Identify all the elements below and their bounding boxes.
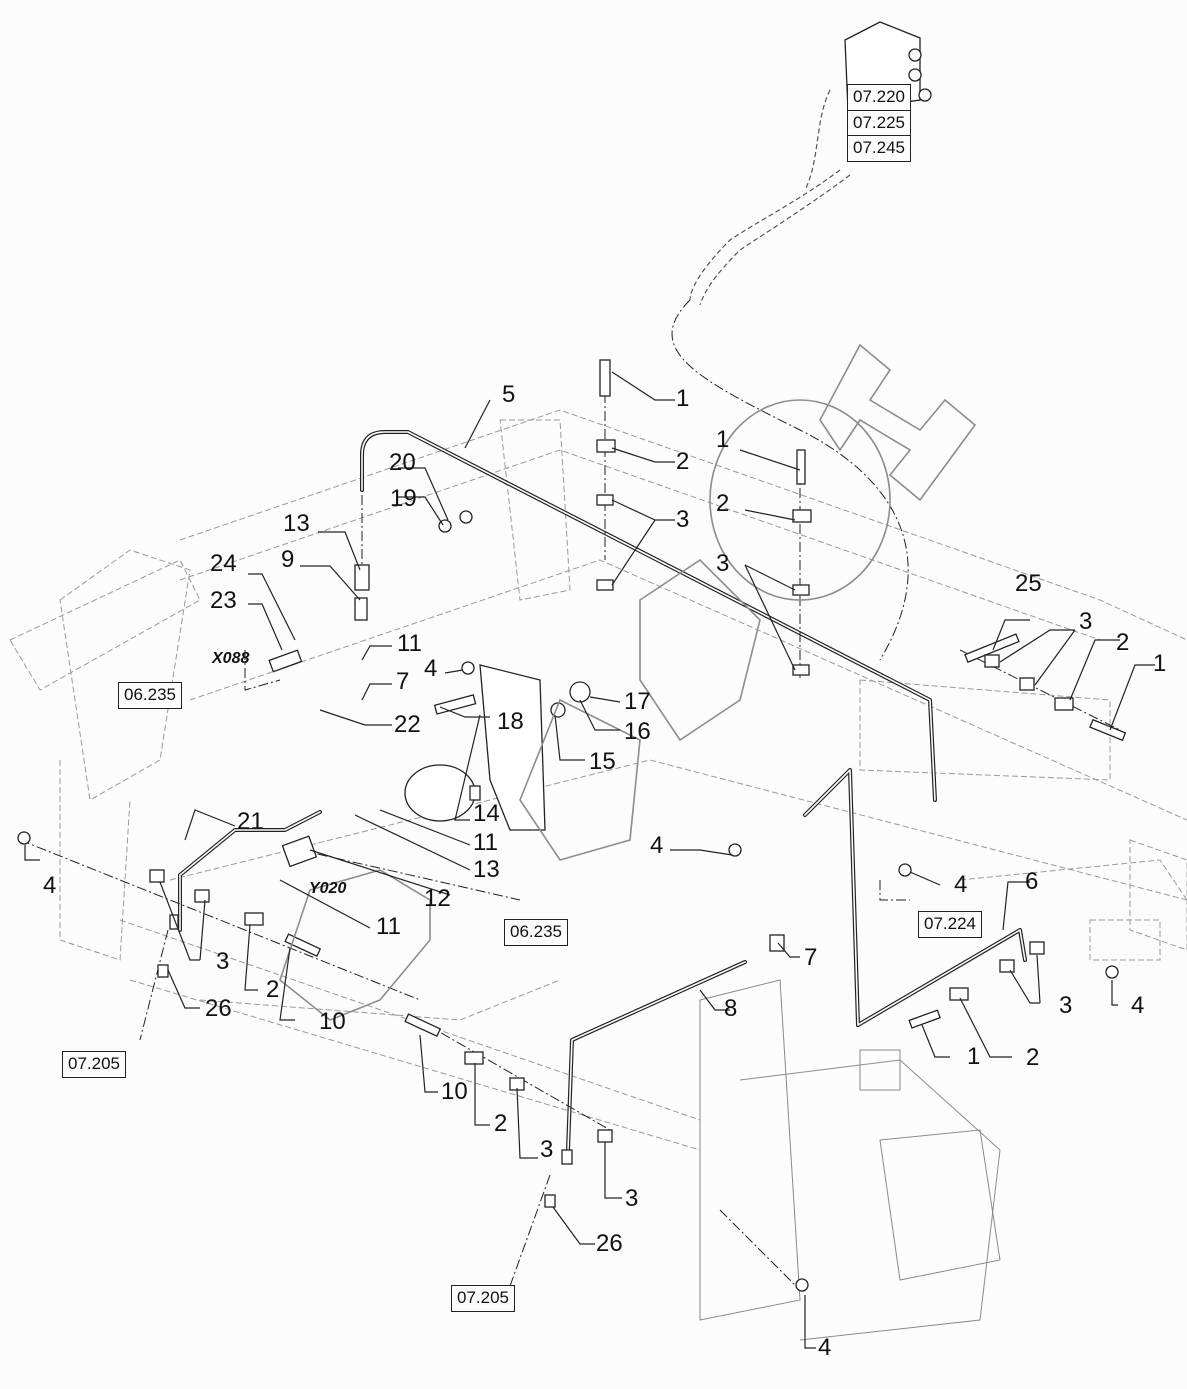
callout-part-3: 3 [716,550,730,577]
callout-part-23: 23 [210,587,237,614]
callout-part-2: 2 [1026,1044,1040,1071]
callout-part-3: 3 [1059,992,1073,1019]
callout-part-25: 25 [1015,570,1042,597]
callout-part-1: 1 [676,385,690,412]
reference-link-07245[interactable]: 07.245 [853,138,905,158]
reference-link-06235-center[interactable]: 06.235 [504,919,568,946]
pipe-8 [566,960,747,1152]
reference-link-06235-left[interactable]: 06.235 [118,682,182,709]
callout-part-1: 1 [967,1043,981,1070]
callout-part-18: 18 [497,708,524,735]
callout-part-19: 19 [390,485,417,512]
callout-part-1: 1 [716,426,730,453]
callout-part-4: 4 [650,832,664,859]
callout-part-20: 20 [389,449,416,476]
callout-part-3: 3 [1079,608,1093,635]
callout-part-6: 6 [1025,868,1039,895]
callout-part-5: 5 [502,381,516,408]
callout-part-2: 2 [716,490,730,517]
callout-part-4: 4 [954,871,968,898]
callout-part-2: 2 [266,976,280,1003]
reference-link-07225[interactable]: 07.225 [848,111,910,137]
callout-part-1: 1 [1153,650,1167,677]
callout-part-22: 22 [394,711,421,738]
reference-link-07205-bottom[interactable]: 07.205 [451,1285,515,1312]
callout-part-14: 14 [473,800,500,827]
callout-part-26: 26 [596,1230,623,1257]
callout-part-10: 10 [441,1078,468,1105]
watermark [279,343,977,1021]
reference-link-07205-left[interactable]: 07.205 [62,1051,126,1078]
reference-link-07220[interactable]: 07.220 [848,85,910,111]
callout-part-3: 3 [625,1185,639,1212]
callout-part-26: 26 [205,995,232,1022]
callout-part-11: 11 [376,913,401,940]
callout-part-11: 11 [397,630,422,657]
connector-label-y020: Y020 [309,880,347,897]
callout-part-17: 17 [624,688,651,715]
tractor-frame-outline [9,409,1187,1341]
leader-lines [24,371,1155,1349]
callout-part-10: 10 [319,1008,346,1035]
callout-part-13: 13 [283,510,310,537]
callout-part-4: 4 [43,872,57,899]
callout-part-11: 11 [473,829,498,856]
reference-stack: 07.220 07.225 07.245 [847,84,911,163]
callout-part-3: 3 [676,506,690,533]
callout-part-2: 2 [1116,629,1130,656]
pipe-21 [178,810,322,932]
callout-part-8: 8 [724,995,738,1022]
pipe-6 [803,768,1027,1027]
clamps-and-bolts [17,359,1127,1292]
callout-part-4: 4 [818,1334,832,1361]
callout-part-15: 15 [589,748,616,775]
connector-label-x088: X088 [212,650,250,667]
callout-part-3: 3 [216,948,230,975]
reference-link-07224[interactable]: 07.224 [918,911,982,938]
callout-part-2: 2 [494,1110,508,1137]
callout-part-16: 16 [624,718,651,745]
pipe-5 [360,430,937,802]
callout-part-21: 21 [237,808,264,835]
assembly-axes [19,375,1121,1301]
callout-part-9: 9 [281,546,295,573]
callout-part-7: 7 [396,668,410,695]
callout-part-3: 3 [540,1136,554,1163]
callout-part-13: 13 [473,856,500,883]
callout-part-4: 4 [1131,992,1145,1019]
callout-part-4: 4 [424,655,438,682]
callout-part-12: 12 [424,885,451,912]
callout-part-24: 24 [210,550,237,577]
callout-part-7: 7 [804,944,818,971]
callout-part-2: 2 [676,448,690,475]
